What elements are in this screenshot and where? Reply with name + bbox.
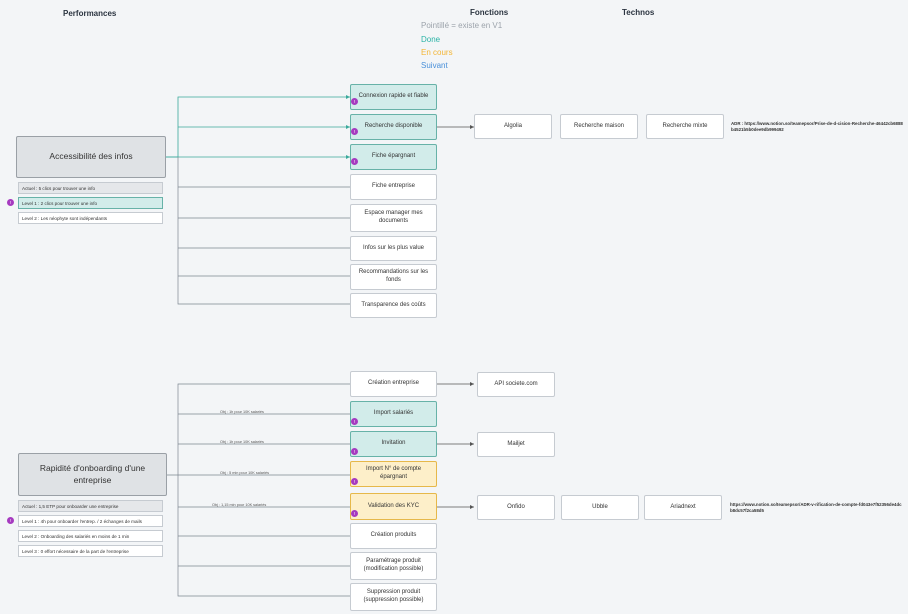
techno-recherche-maison[interactable]: Recherche maison — [560, 114, 638, 139]
header-fonctions: Fonctions — [470, 8, 509, 17]
techno-mailjet[interactable]: Mailjet — [477, 432, 555, 457]
level-3: Level 3 : 0 effort nécessaire de la part… — [18, 545, 163, 557]
level-actuel: Actuel : 5 clics pour trouver une info — [18, 182, 163, 194]
level-1: Level 1 : 4h pour onboarder l'entrep. / … — [18, 515, 163, 527]
adr-link-recherche[interactable]: ADR : https://www.notion.so/teamepsor/Pr… — [731, 121, 903, 132]
function-creation-produits[interactable]: Création produits — [350, 523, 437, 549]
function-import-salaries[interactable]: Import salariés — [350, 401, 437, 427]
edge-label-validation-kyc: Obj : 1,15 min pour 10K salariés — [212, 503, 267, 507]
techno-algolia[interactable]: Algolia — [474, 114, 552, 139]
function-fiche-epargnant[interactable]: Fiche épargnant — [350, 144, 437, 170]
function-transparence-couts[interactable]: Transparence des coûts — [350, 293, 437, 318]
badge-icon: ! — [7, 199, 14, 206]
level-2: Level 2 : Les néophyte sont indépendants — [18, 212, 163, 224]
badge-icon: ! — [351, 418, 358, 425]
badge-icon: ! — [7, 517, 14, 524]
adr-link-kyc[interactable]: https://www.notion.so/teamepsor/ADR-v-ri… — [730, 502, 902, 513]
header-technos: Technos — [622, 8, 655, 17]
badge-icon: ! — [351, 510, 358, 517]
section-accessibilite-title[interactable]: Accessibilité des infos — [16, 136, 166, 178]
techno-api-societe[interactable]: API societe.com — [477, 372, 555, 397]
function-recherche-disponible[interactable]: Recherche disponible — [350, 114, 437, 140]
edge-label-import-salaries: Obj : 1h pour 10K salariés — [220, 410, 264, 414]
legend-done: Done — [421, 35, 441, 44]
edge-label-import-compte: Obj : 5 min pour 10K salariés — [220, 471, 269, 475]
function-espace-manager[interactable]: Espace manager mes documents — [350, 204, 437, 232]
techno-recherche-mixte[interactable]: Recherche mixte — [646, 114, 724, 139]
badge-icon: ! — [351, 128, 358, 135]
function-parametrage-produit[interactable]: Paramétrage produit (modification possib… — [350, 552, 437, 580]
section-onboarding-title[interactable]: Rapidité d'onboarding d'une entreprise — [18, 453, 167, 496]
badge-icon: ! — [351, 478, 358, 485]
badge-icon: ! — [351, 98, 358, 105]
techno-onfido[interactable]: Onfido — [477, 495, 555, 520]
function-fiche-entreprise[interactable]: Fiche entreprise — [350, 174, 437, 200]
legend-suivant: Suivant — [421, 61, 448, 70]
function-creation-entreprise[interactable]: Création entreprise — [350, 371, 437, 397]
function-suppression-produit[interactable]: Suppression produit (suppression possibl… — [350, 583, 437, 611]
techno-ariadnext[interactable]: Ariadnext — [644, 495, 722, 520]
techno-ubble[interactable]: Ubble — [561, 495, 639, 520]
function-import-compte-epargnant[interactable]: Import N° de compte épargnant — [350, 461, 437, 487]
level-actuel: Actuel : 1,5 ETP pour onboarder une entr… — [18, 500, 163, 512]
badge-icon: ! — [351, 158, 358, 165]
legend-pointille: Pointillé = existe en V1 — [421, 21, 503, 30]
level-2: Level 2 : Onboarding des salariés en moi… — [18, 530, 163, 542]
header-performances: Performances — [63, 9, 117, 18]
function-invitation[interactable]: Invitation — [350, 431, 437, 457]
legend-en-cours: En cours — [421, 48, 453, 57]
function-recommandations[interactable]: Recommandations sur les fonds — [350, 264, 437, 290]
edge-label-invitation: Obj : 1h pour 10K salariés — [220, 440, 264, 444]
function-connexion-rapide[interactable]: Connexion rapide et fiable — [350, 84, 437, 110]
level-1: Level 1 : 2 clics pour trouver une info — [18, 197, 163, 209]
badge-icon: ! — [351, 448, 358, 455]
function-validation-kyc[interactable]: Validation des KYC — [350, 493, 437, 520]
function-infos-plus-value[interactable]: Infos sur les plus value — [350, 236, 437, 261]
